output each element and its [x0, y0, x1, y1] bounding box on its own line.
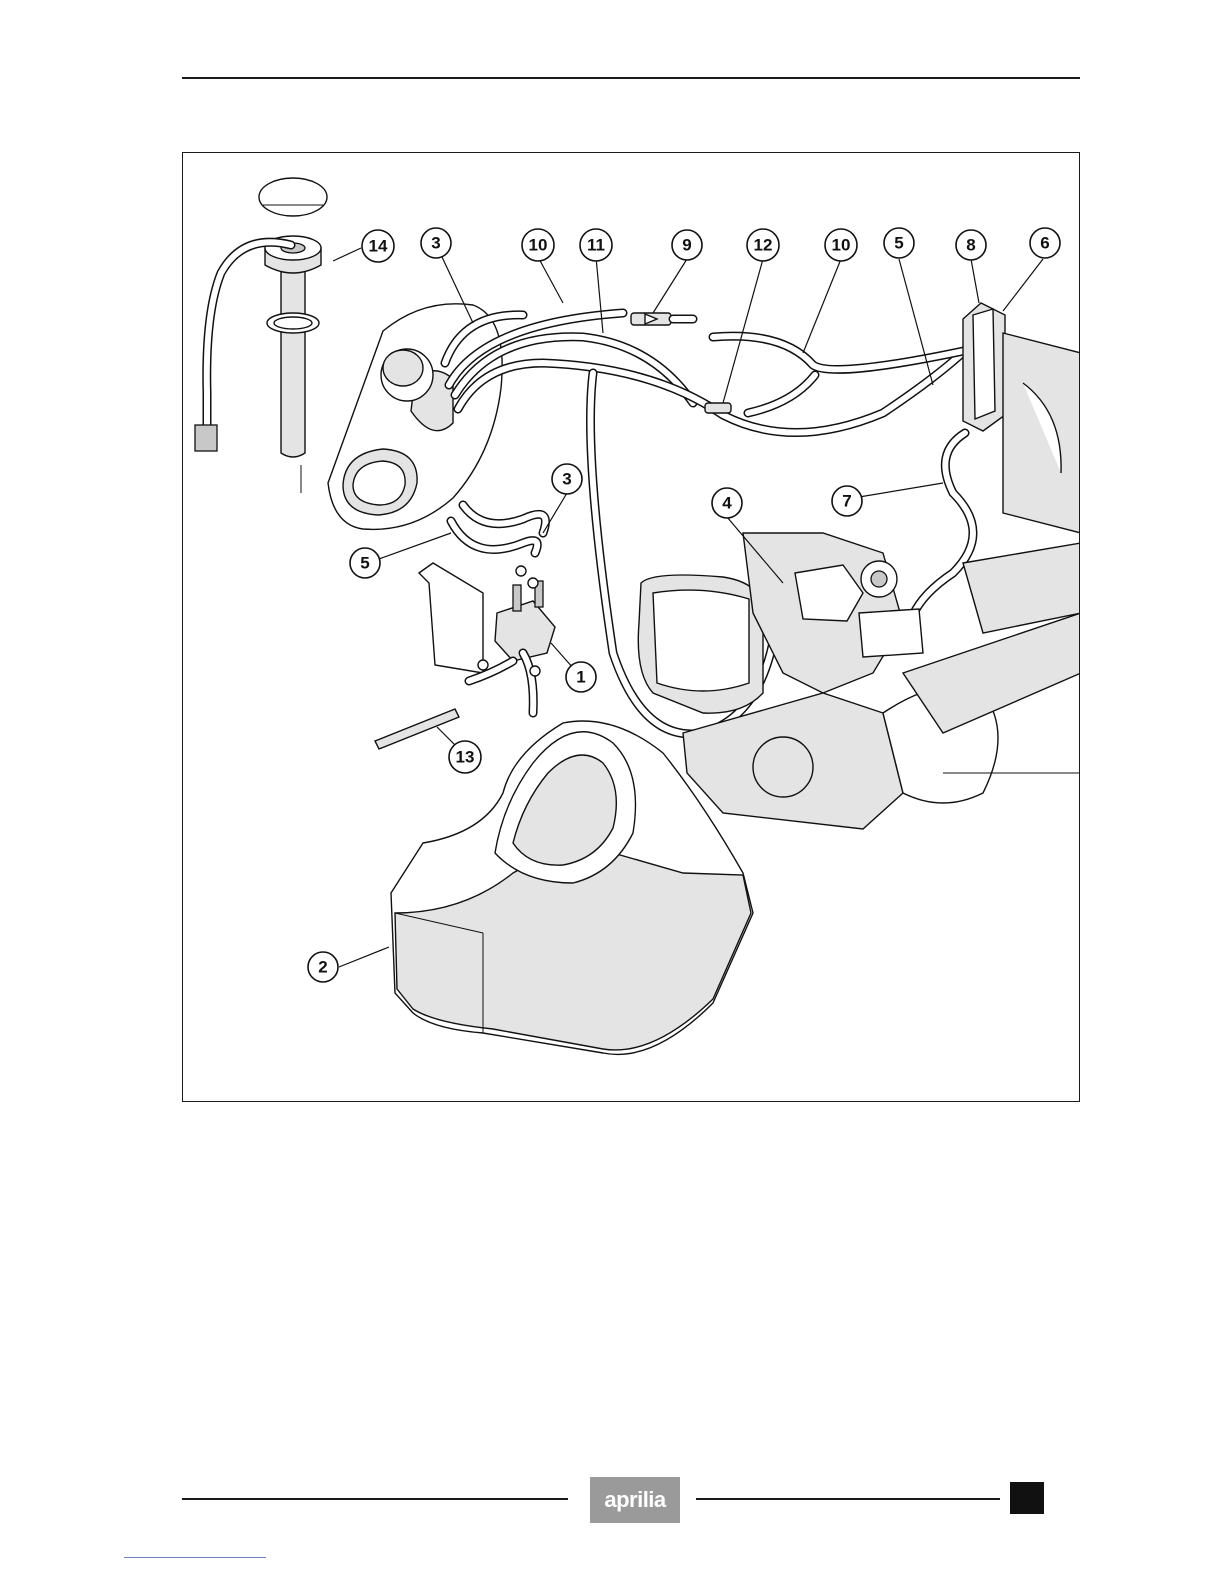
svg-text:10: 10 [529, 236, 548, 255]
callout-13: 13 [449, 741, 481, 773]
exploded-diagram-frame: 14 3 10 11 9 12 10 5 8 6 3 [182, 152, 1080, 1102]
sender-cover-disc [259, 178, 327, 216]
svg-text:9: 9 [682, 236, 691, 255]
svg-text:5: 5 [894, 234, 903, 253]
header-rule [182, 77, 1080, 79]
callout-12: 12 [747, 229, 779, 261]
svg-text:6: 6 [1040, 234, 1049, 253]
logo-text: aprilia [604, 1487, 665, 1513]
page-marker-block [1010, 1482, 1044, 1514]
aprilia-logo: aprilia [590, 1477, 680, 1523]
svg-text:4: 4 [722, 494, 732, 513]
callout-2: 2 [308, 952, 338, 982]
bottom-link-underline [124, 1557, 266, 1558]
svg-text:2: 2 [318, 958, 327, 977]
vapor-filter [963, 303, 1005, 431]
callout-6: 6 [1030, 228, 1060, 258]
callout-3-pump: 3 [552, 464, 582, 494]
svg-text:5: 5 [360, 554, 369, 573]
callout-8: 8 [956, 230, 986, 260]
footer-rule-right [696, 1498, 1000, 1500]
fuel-level-sender [195, 236, 321, 493]
svg-text:8: 8 [966, 236, 975, 255]
svg-text:3: 3 [562, 470, 571, 489]
callout-7: 7 [832, 486, 862, 516]
callout-9: 9 [672, 230, 702, 260]
callout-5-top: 5 [884, 228, 914, 258]
footer-rule-left [182, 1498, 568, 1500]
callout-4: 4 [712, 488, 742, 518]
callout-14: 14 [362, 230, 394, 262]
callout-5-pump: 5 [350, 548, 380, 578]
svg-text:10: 10 [832, 236, 851, 255]
callout-10-right: 10 [825, 229, 857, 261]
svg-text:11: 11 [587, 236, 605, 255]
callout-3-top: 3 [421, 228, 451, 258]
callout-10-left: 10 [522, 229, 554, 261]
svg-text:13: 13 [456, 748, 475, 767]
fuel-pump-assembly [375, 505, 555, 749]
fuel-system-exploded-diagram: 14 3 10 11 9 12 10 5 8 6 3 [183, 153, 1080, 1102]
svg-text:1: 1 [576, 668, 585, 687]
svg-text:7: 7 [842, 492, 851, 511]
callout-1: 1 [566, 662, 596, 692]
svg-text:14: 14 [369, 237, 388, 256]
svg-text:12: 12 [754, 236, 773, 255]
callout-11: 11 [580, 229, 612, 261]
svg-text:3: 3 [431, 234, 440, 253]
